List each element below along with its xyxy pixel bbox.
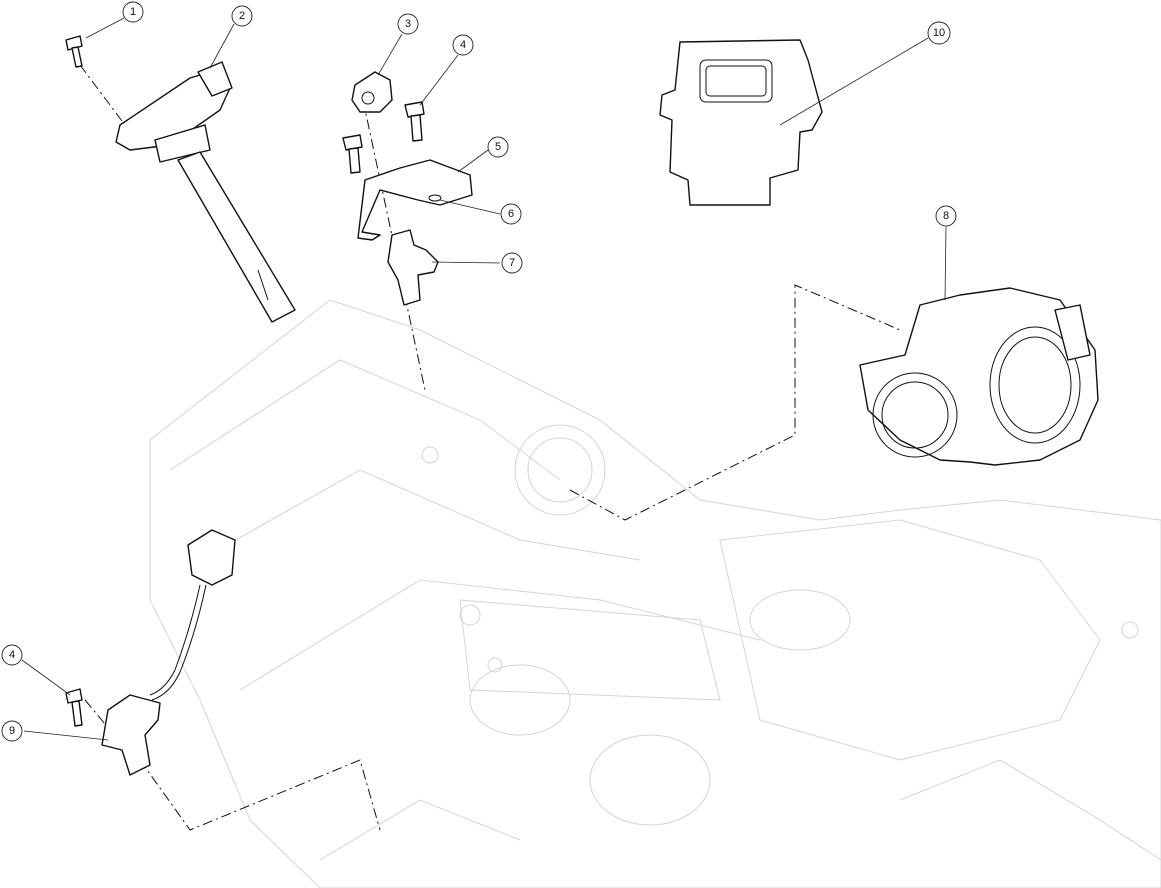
pressure-sensor-part-3: [351, 71, 393, 113]
callout-label: 4: [460, 39, 466, 51]
leader-lines: [21, 17, 947, 741]
ignition-coil-part-2: [115, 61, 296, 323]
callout-label: 1: [130, 6, 136, 18]
callout-label: 5: [495, 141, 501, 153]
callout-1: 1: [122, 1, 144, 23]
bolt-part-4-upper: [342, 101, 425, 174]
callout-label: 8: [943, 210, 949, 222]
callout-8: 8: [935, 205, 957, 227]
ecu-part-10: [659, 39, 823, 206]
callout-label: 7: [509, 257, 515, 269]
callout-label: 9: [9, 725, 15, 737]
callout-4-upper: 4: [452, 34, 474, 56]
throttle-body-part-8: [859, 287, 1099, 466]
callout-4-lower: 4: [1, 644, 23, 666]
callout-7: 7: [501, 252, 523, 274]
callout-3: 3: [397, 13, 419, 35]
callout-label: 3: [405, 18, 411, 30]
callout-6: 6: [500, 203, 522, 225]
callout-9: 9: [1, 720, 23, 742]
callout-2: 2: [231, 5, 253, 27]
callout-5: 5: [487, 136, 509, 158]
sensor-part-9: [65, 529, 236, 776]
callout-10: 10: [927, 21, 951, 45]
bracket-part-5-6: [357, 159, 473, 241]
callout-label: 6: [508, 208, 514, 220]
fuel-injector-part-7: [387, 229, 439, 306]
callout-label: 2: [239, 10, 245, 22]
callout-label: 4: [9, 649, 15, 661]
engine-background: [149, 299, 1161, 888]
callout-label: 10: [933, 27, 945, 39]
bolt-part-1: [65, 35, 83, 68]
